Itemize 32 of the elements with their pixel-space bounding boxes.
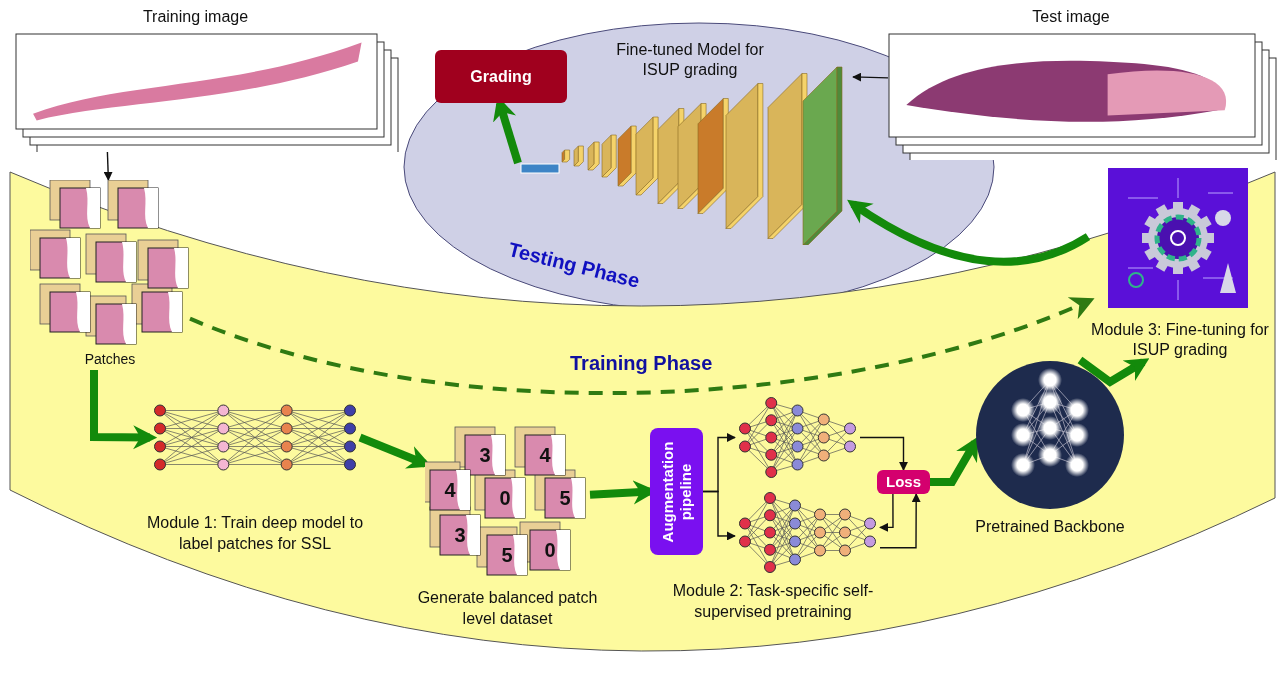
patch-label: 0 <box>544 538 556 563</box>
process-box: Loss <box>877 470 930 494</box>
module-caption: Pretrained Backbone <box>974 517 1126 537</box>
dashed-arrow <box>189 296 1095 395</box>
patch-label: 5 <box>559 486 571 511</box>
patch-label: 4 <box>444 478 456 503</box>
step-caption: Generate balanced patch level dataset <box>416 588 599 629</box>
patch-label: 3 <box>479 443 491 468</box>
arrow <box>859 436 908 471</box>
patch-label: 0 <box>499 486 511 511</box>
module-caption: Module 3: Fine-tuning for ISUP grading <box>1090 320 1270 360</box>
image-caption: Patches <box>83 350 137 369</box>
arrow <box>103 151 113 181</box>
image-caption: Test image <box>1031 7 1111 27</box>
arrow <box>1077 356 1150 387</box>
arrow <box>702 490 736 541</box>
module-caption: Module 1: Train deep model to label patches for SSL <box>145 513 365 554</box>
patch-label: 4 <box>539 443 551 468</box>
arrow <box>879 493 894 532</box>
process-box: Grading <box>435 50 567 103</box>
arrow <box>852 72 889 82</box>
phase-title: Testing Phase <box>505 237 643 294</box>
process-box: Augmentation pipeline <box>650 428 703 555</box>
patch-label: 5 <box>501 543 513 568</box>
phase-title: Training Phase <box>570 351 713 376</box>
model-caption: Fine-tuned Model for ISUP grading <box>615 40 765 80</box>
image-caption: Training image <box>141 7 250 27</box>
arrow <box>847 200 1090 266</box>
arrow <box>930 436 979 486</box>
patch-label: 3 <box>454 523 466 548</box>
arrow <box>879 493 921 549</box>
module-caption: Module 2: Task-specific self-supervised pretraining <box>671 581 875 622</box>
